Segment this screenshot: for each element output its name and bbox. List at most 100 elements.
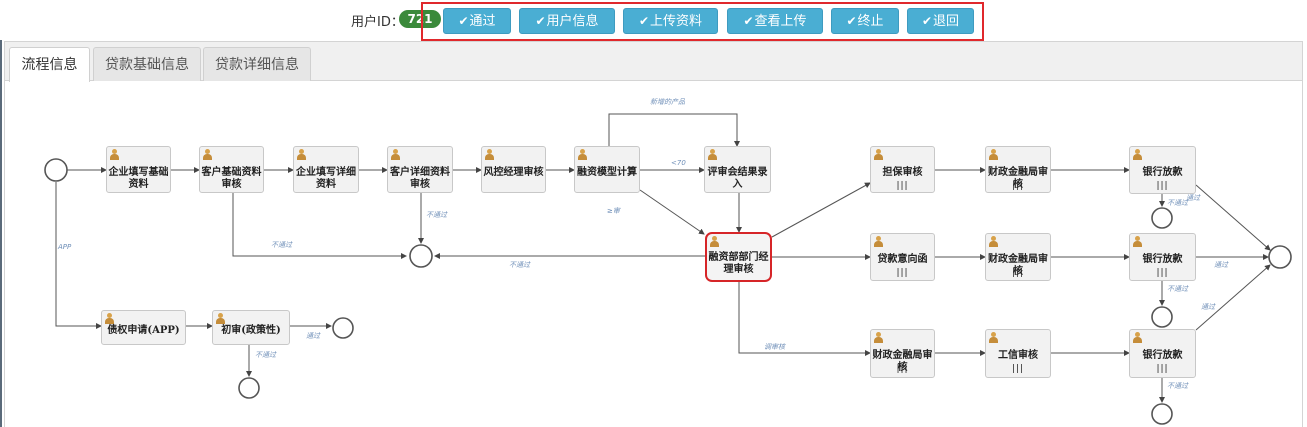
multi-instance-icon: ||| xyxy=(896,268,909,278)
flow-node-initial-review[interactable]: 初审(政策性) xyxy=(212,310,290,345)
edge-label: 不通过 xyxy=(509,261,530,269)
multi-instance-icon: ||| xyxy=(1011,364,1025,374)
user-icon xyxy=(874,236,883,247)
user-icon xyxy=(874,149,883,160)
flow-node-bank-loan-3[interactable]: 银行放款||| xyxy=(1129,329,1196,378)
multi-instance-icon: ||| xyxy=(1156,268,1169,278)
edge-label: APP xyxy=(58,243,72,251)
flow-node-manager-review-current[interactable]: 融资部部门经理审核 xyxy=(705,232,772,282)
flow-node-loan-intent[interactable]: 贷款意向函||| xyxy=(870,233,935,281)
flow-edge xyxy=(1195,184,1271,251)
flow-node-app-claim[interactable]: 债权申请(APP) xyxy=(101,310,186,345)
edge-label: 新增的产品 xyxy=(650,98,685,106)
multi-instance-icon: ||| xyxy=(896,181,909,191)
flow-node-enterprise-basic[interactable]: 企业填写基础资料 xyxy=(106,146,171,193)
window-left-border xyxy=(0,40,2,427)
user-icon xyxy=(105,313,114,324)
flow-node-bank-loan-2[interactable]: 银行放款||| xyxy=(1129,233,1196,281)
flow-edge xyxy=(771,182,871,238)
check-icon: ✔ xyxy=(743,14,754,28)
edge-label: 不通过 xyxy=(1167,199,1188,207)
end-event xyxy=(409,244,433,268)
edge-label: ≥审 xyxy=(607,207,620,215)
user-icon xyxy=(216,313,225,324)
top-toolbar: 用户ID： 721 ✔通过 ✔用户信息 ✔上传资料 ✔查看上传 ✔终止 ✔退回 xyxy=(0,0,1307,41)
process-panel xyxy=(4,80,1303,427)
flow-edge xyxy=(608,113,740,147)
check-icon: ✔ xyxy=(638,14,650,28)
user-icon xyxy=(578,149,587,160)
edge-label: 通过 xyxy=(306,332,320,340)
user-info-button[interactable]: ✔用户信息 xyxy=(519,8,615,34)
edge-label: 通过 xyxy=(1214,261,1228,269)
terminate-button[interactable]: ✔终止 xyxy=(831,8,899,34)
view-upload-button[interactable]: ✔查看上传 xyxy=(727,8,823,34)
user-icon xyxy=(989,236,998,247)
start-event xyxy=(44,158,68,182)
edge-label: 通过 xyxy=(1201,303,1215,311)
user-icon xyxy=(708,149,717,160)
check-icon: ✔ xyxy=(846,14,857,28)
edge-label: 不通过 xyxy=(426,211,447,219)
end-event xyxy=(332,317,354,339)
user-icon xyxy=(989,332,998,343)
flow-node-detail-review[interactable]: 客户详细资料审核 xyxy=(387,146,453,193)
flow-edge xyxy=(232,193,407,259)
multi-instance-icon: ||| xyxy=(896,364,909,374)
approve-button[interactable]: ✔通过 xyxy=(443,8,511,34)
user-icon xyxy=(710,236,719,247)
flow-edge xyxy=(1195,264,1271,331)
user-icon xyxy=(874,332,883,343)
tab-loan-detail-info[interactable]: 贷款详细信息 xyxy=(203,47,311,81)
end-event xyxy=(238,377,260,399)
end-event xyxy=(1151,306,1173,328)
tab-loan-basic-info[interactable]: 贷款基础信息 xyxy=(93,47,201,81)
edge-label: 通过 xyxy=(1186,194,1200,202)
edge-label: 调审核 xyxy=(764,343,785,351)
end-event xyxy=(1151,207,1173,229)
multi-instance-icon: ||| xyxy=(1011,268,1025,278)
flow-node-guarantee-review[interactable]: 担保审核||| xyxy=(870,146,935,193)
flow-edge xyxy=(55,182,102,329)
return-button[interactable]: ✔退回 xyxy=(907,8,974,34)
edge-label: 不通过 xyxy=(1167,382,1188,390)
user-id-badge: 721 xyxy=(399,10,441,28)
flow-node-finance-bureau-2[interactable]: 财政金融局审核||| xyxy=(985,233,1051,281)
flow-edge xyxy=(738,282,871,356)
multi-instance-icon: ||| xyxy=(1156,364,1169,374)
edge-label: 不通过 xyxy=(1167,285,1188,293)
flow-node-enterprise-detail[interactable]: 企业填写详细资料 xyxy=(293,146,359,193)
upload-material-button[interactable]: ✔上传资料 xyxy=(623,8,718,34)
check-icon: ✔ xyxy=(458,14,469,28)
user-icon xyxy=(391,149,400,160)
flow-node-basic-review[interactable]: 客户基础资料审核 xyxy=(199,146,264,193)
edge-label: 不通过 xyxy=(255,351,276,359)
check-icon: ✔ xyxy=(535,14,546,28)
edge-label: <70 xyxy=(671,159,686,167)
flow-node-industry-review[interactable]: 工信审核||| xyxy=(985,329,1051,378)
tab-process-info[interactable]: 流程信息 xyxy=(9,47,90,82)
edge-label: 不通过 xyxy=(271,241,292,249)
multi-instance-icon: ||| xyxy=(1011,181,1025,191)
flow-node-finance-bureau-3[interactable]: 财政金融局审核||| xyxy=(870,329,935,378)
user-icon xyxy=(297,149,306,160)
user-icon xyxy=(203,149,212,160)
user-icon xyxy=(110,149,119,160)
action-buttons-highlight xyxy=(421,2,984,41)
flow-node-finance-bureau-1[interactable]: 财政金融局审核||| xyxy=(985,146,1051,193)
user-icon xyxy=(1133,332,1142,343)
flow-node-finance-model[interactable]: 融资模型计算 xyxy=(574,146,640,193)
end-event xyxy=(1151,403,1173,425)
flow-node-review-result[interactable]: 评审会结果录入 xyxy=(704,146,771,193)
user-id-label: 用户ID： xyxy=(351,15,404,30)
user-icon xyxy=(1133,149,1142,160)
tab-bar: 流程信息 贷款基础信息 贷款详细信息 xyxy=(4,41,1303,82)
flow-edge xyxy=(639,189,705,235)
flow-node-risk-manager[interactable]: 风控经理审核 xyxy=(481,146,546,193)
user-icon xyxy=(1133,236,1142,247)
flow-node-bank-loan-1[interactable]: 银行放款||| xyxy=(1129,146,1196,194)
user-icon xyxy=(485,149,494,160)
check-icon: ✔ xyxy=(921,14,933,28)
multi-instance-icon: ||| xyxy=(1156,181,1169,191)
